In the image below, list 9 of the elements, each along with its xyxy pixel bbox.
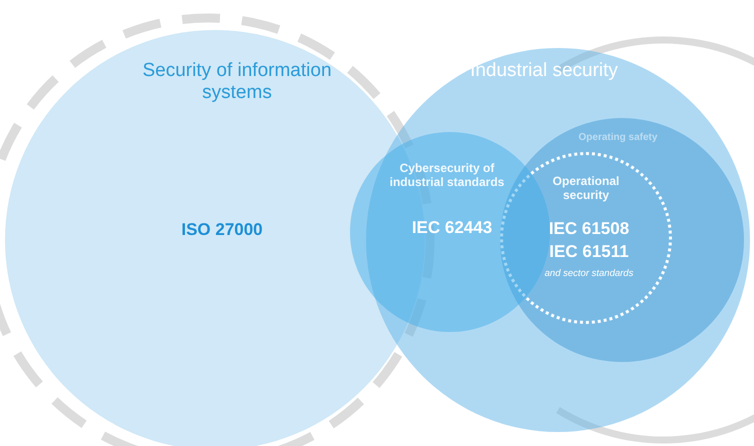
circle-title: Operational security: [552, 175, 620, 203]
standard-label: IEC 61511: [548, 242, 630, 262]
note: and sector standards: [544, 269, 634, 280]
circle-title: Cybersecurity of industrial standards: [388, 162, 506, 190]
standard-label: IEC 61508: [548, 219, 630, 239]
standard-label: IEC 62443: [410, 218, 494, 238]
circle-title: Operating safety: [578, 132, 658, 144]
standard-label: ISO 27000: [180, 220, 264, 240]
circle-title: Security of information systems: [141, 60, 333, 104]
